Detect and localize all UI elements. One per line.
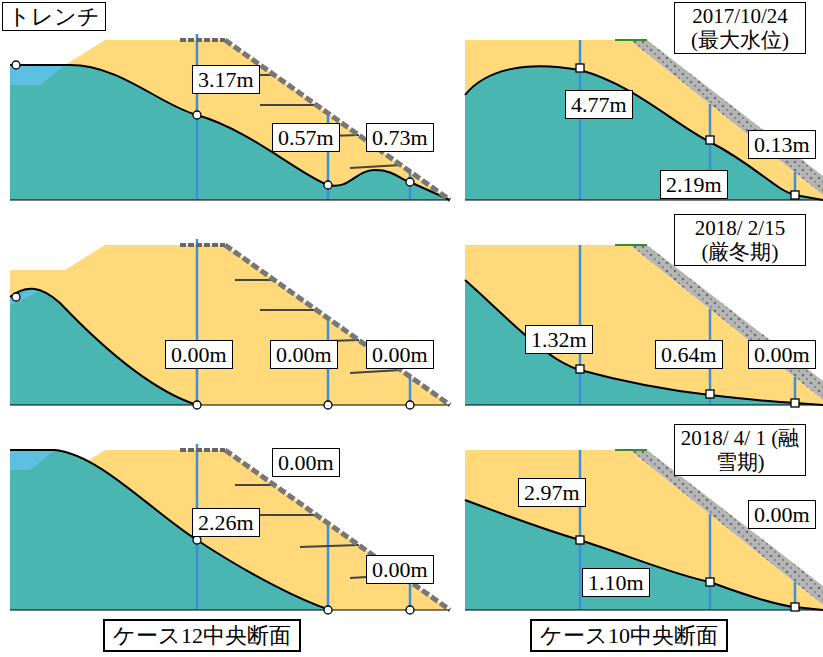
box-text: 2.97m xyxy=(524,480,580,505)
date-box: 2018/ 2/15 (厳冬期) xyxy=(674,214,806,266)
water-level-label: 0.00m xyxy=(272,448,340,477)
box-text: ケース12中央断面 xyxy=(113,623,291,648)
box-text: トレンチ xyxy=(8,4,100,29)
water-level-label: 0.00m xyxy=(748,500,816,529)
box-text: 1.32m xyxy=(531,327,587,352)
box-text: 0.57m xyxy=(278,125,334,150)
right-panel xyxy=(465,40,823,200)
box-text: 2.19m xyxy=(666,172,722,197)
water-level-label: 0.57m xyxy=(272,123,340,152)
box-text: 2017/10/24 (最大水位) xyxy=(680,4,800,52)
water-level-label: 2.19m xyxy=(660,170,728,199)
box-text: 0.00m xyxy=(171,342,227,367)
box-text: 2.26m xyxy=(198,510,254,535)
box-text: 0.00m xyxy=(372,557,428,582)
box-text: 2018/ 4/ 1 (融雪期) xyxy=(680,426,800,474)
section-caption: ケース12中央断面 xyxy=(103,619,301,652)
water-level-label: 0.00m xyxy=(165,340,233,369)
water-level-label: 0.13m xyxy=(748,130,816,159)
box-text: 0.00m xyxy=(372,342,428,367)
water-level-label: 2.97m xyxy=(518,478,586,507)
section-caption: ケース10中央断面 xyxy=(530,619,728,652)
date-box: 2017/10/24 (最大水位) xyxy=(674,2,806,54)
box-text: 0.13m xyxy=(754,132,810,157)
water-level-label: 1.32m xyxy=(525,325,593,354)
box-text: 0.00m xyxy=(754,342,810,367)
water-level-label: 0.00m xyxy=(366,340,434,369)
water-level-label: 1.10m xyxy=(582,568,650,597)
water-level-label: 4.77m xyxy=(565,90,633,119)
box-text: 1.10m xyxy=(588,570,644,595)
water-level-label: 0.64m xyxy=(655,340,723,369)
water-level-label: 3.17m xyxy=(192,65,260,94)
box-text: 0.00m xyxy=(278,450,334,475)
trench-tag: トレンチ xyxy=(2,2,106,31)
box-text: 0.00m xyxy=(754,502,810,527)
date-box: 2018/ 4/ 1 (融雪期) xyxy=(674,424,806,476)
box-text: 0.00m xyxy=(276,342,332,367)
water-level-label: 0.00m xyxy=(366,555,434,584)
left-panel xyxy=(10,444,450,614)
box-text: 0.64m xyxy=(661,342,717,367)
box-text: 2018/ 2/15 (厳冬期) xyxy=(680,216,800,264)
water-level-label: 0.73m xyxy=(366,123,434,152)
box-text: 0.73m xyxy=(372,125,428,150)
water-level-label: 0.00m xyxy=(270,340,338,369)
box-text: 3.17m xyxy=(198,67,254,92)
left-panel xyxy=(10,34,450,200)
box-text: ケース10中央断面 xyxy=(540,623,718,648)
box-text: 4.77m xyxy=(571,92,627,117)
water-level-label: 2.26m xyxy=(192,508,260,537)
left-panel xyxy=(10,239,450,409)
water-level-label: 0.00m xyxy=(748,340,816,369)
right-panel xyxy=(465,245,823,407)
